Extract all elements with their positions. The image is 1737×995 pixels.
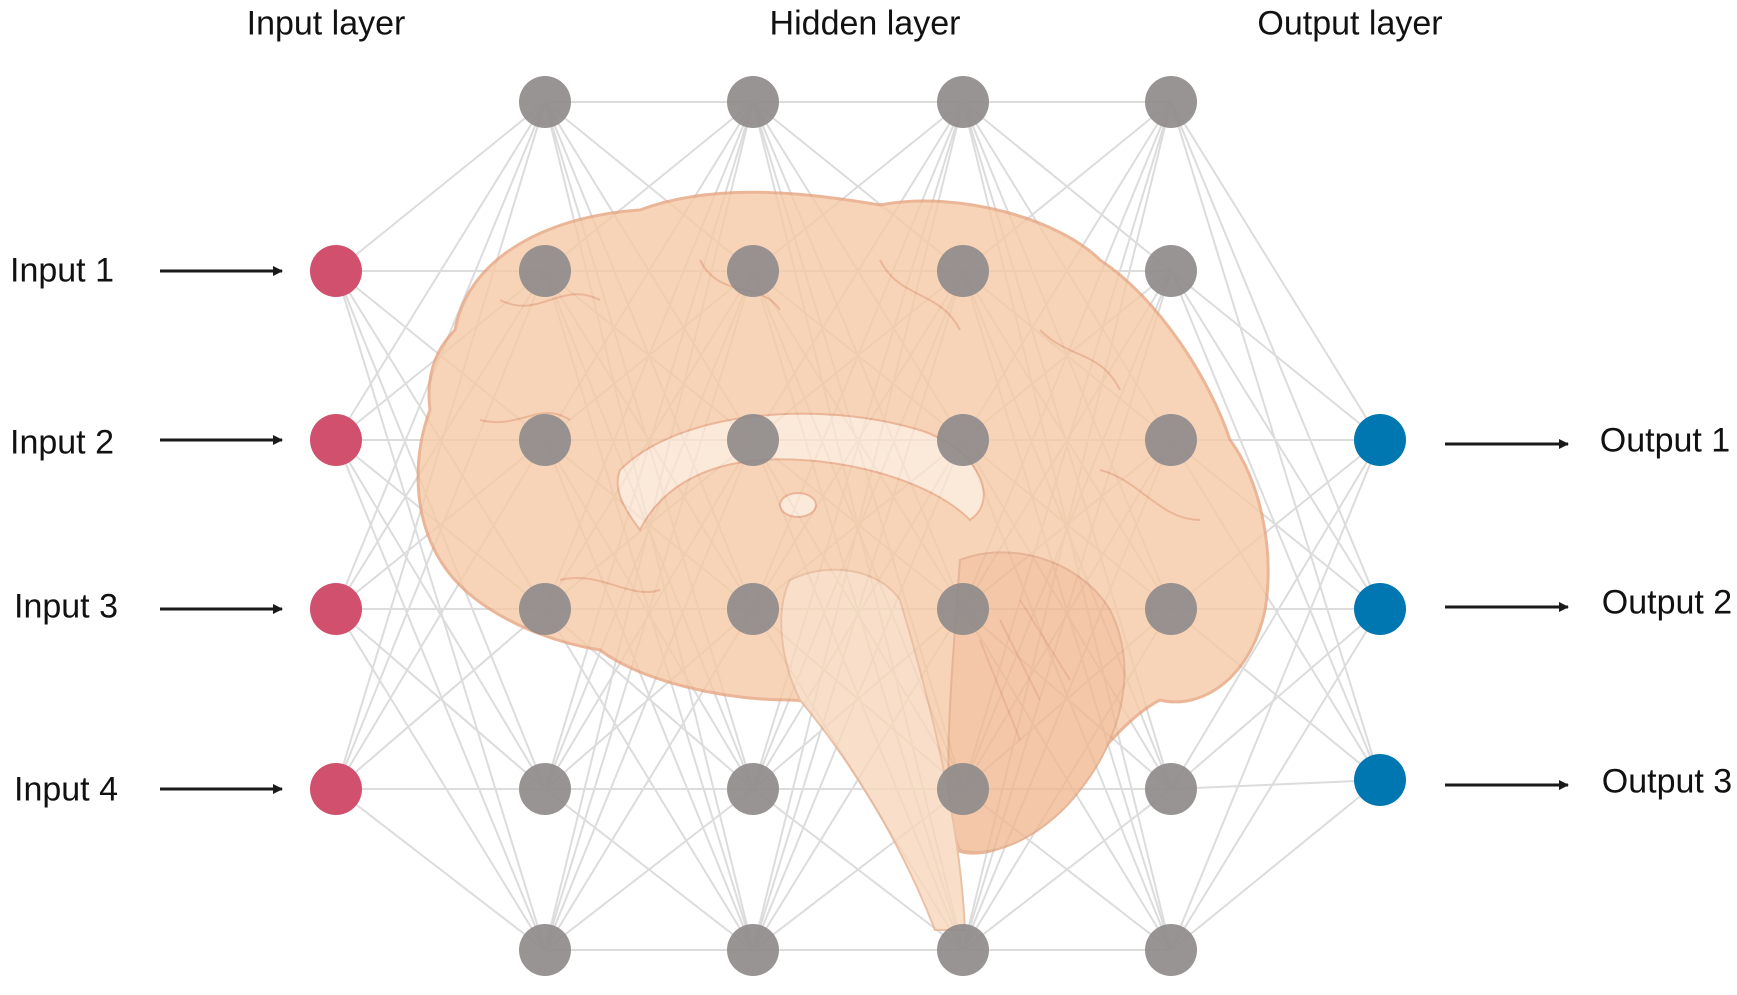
hidden-node: [727, 763, 779, 815]
hidden-node: [727, 924, 779, 976]
hidden-node: [1145, 924, 1197, 976]
connection-line: [1170, 270, 1381, 441]
connection-line: [335, 608, 546, 790]
input-node: [310, 583, 362, 635]
connection-line: [1170, 439, 1381, 951]
connection-line: [335, 608, 546, 951]
hidden-node: [1145, 414, 1197, 466]
output-node: [1354, 754, 1406, 806]
connection-line: [1170, 608, 1381, 951]
hidden-node: [937, 583, 989, 635]
hidden-node: [519, 583, 571, 635]
connection-line: [544, 788, 754, 951]
hidden-node: [727, 414, 779, 466]
connection-line: [1170, 779, 1381, 790]
input-label-3: Input 3: [14, 587, 118, 626]
connection-line: [335, 788, 546, 951]
hidden-node: [937, 245, 989, 297]
input-label-1: Input 1: [10, 251, 114, 290]
connection-line: [962, 788, 1172, 951]
hidden-node: [727, 76, 779, 128]
output-label-2: Output 2: [1601, 583, 1733, 622]
input-node: [310, 245, 362, 297]
hidden-node: [1145, 245, 1197, 297]
hidden-node: [519, 76, 571, 128]
connection-line: [335, 101, 546, 272]
hidden-node: [519, 414, 571, 466]
hidden-node: [1145, 76, 1197, 128]
brain-cerebellum: [947, 551, 1126, 853]
input-layer-heading: Input layer: [246, 4, 406, 43]
output-node: [1354, 414, 1406, 466]
hidden-node: [727, 583, 779, 635]
hidden-node: [519, 924, 571, 976]
connection-line: [1170, 608, 1381, 790]
connection-line: [1170, 779, 1381, 951]
hidden-node: [1145, 763, 1197, 815]
output-label-1: Output 1: [1599, 421, 1731, 460]
output-label-3: Output 3: [1601, 762, 1733, 801]
hidden-node: [727, 245, 779, 297]
hidden-node: [937, 924, 989, 976]
hidden-node: [937, 763, 989, 815]
hidden-layer-heading: Hidden layer: [769, 4, 961, 43]
corpus-callosum: [616, 412, 985, 532]
input-label-4: Input 4: [14, 770, 118, 809]
hidden-node: [1145, 583, 1197, 635]
hidden-node: [937, 76, 989, 128]
output-node: [1354, 583, 1406, 635]
hidden-node: [937, 414, 989, 466]
connection-line: [1170, 439, 1381, 790]
input-node: [310, 414, 362, 466]
hidden-node: [519, 245, 571, 297]
hidden-node: [519, 763, 571, 815]
input-node: [310, 763, 362, 815]
input-label-2: Input 2: [10, 423, 114, 462]
connection-line: [1170, 101, 1381, 441]
output-layer-heading: Output layer: [1257, 4, 1443, 43]
connection-line: [335, 101, 546, 441]
